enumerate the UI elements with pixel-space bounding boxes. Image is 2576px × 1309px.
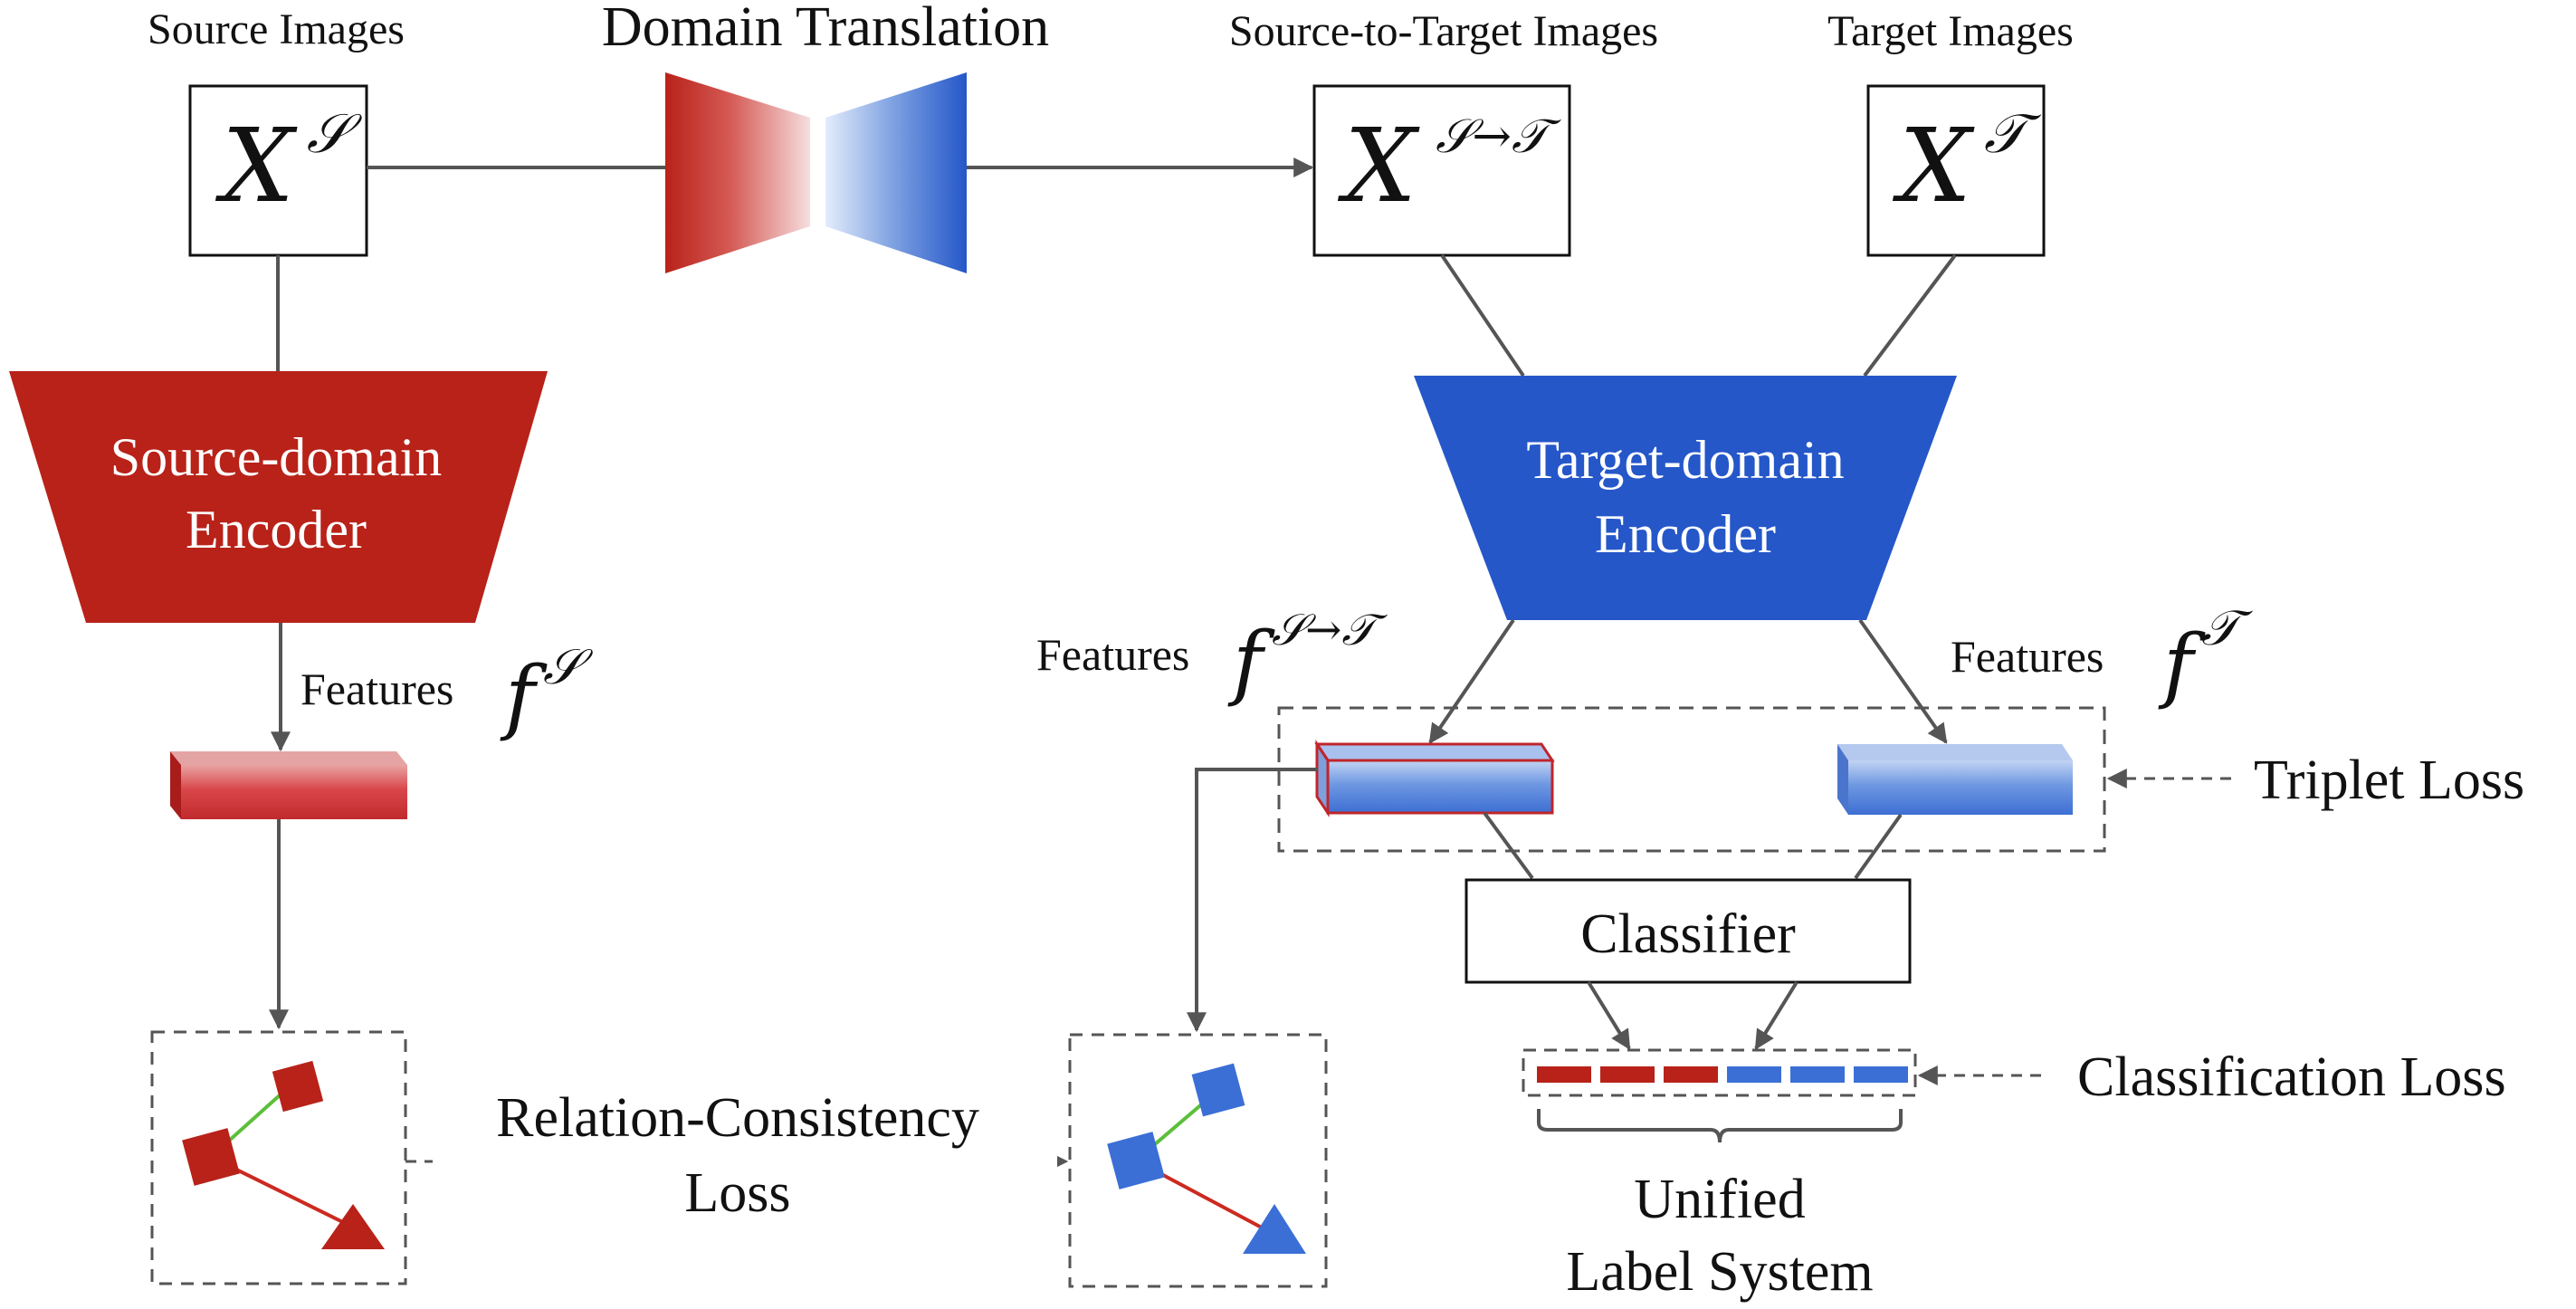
target-encoder: Target-domain Encoder — [1414, 376, 1957, 620]
target-encoder-line1: Target-domain — [1526, 430, 1844, 490]
unified-line1: Unified — [1634, 1169, 1805, 1230]
features-source-label: Features — [301, 664, 453, 714]
s2t-to-target-encoder-line — [1440, 253, 1525, 377]
source-node-a — [272, 1060, 324, 1113]
source-images-label: Source Images — [148, 5, 405, 53]
label-cell-4 — [1727, 1066, 1781, 1083]
source-node-c — [321, 1204, 385, 1249]
f-s2t-sup: 𝒮→𝒯 — [1272, 605, 1388, 655]
f-s2t-base: f — [1227, 615, 1275, 710]
translator-decoder-shape — [825, 72, 967, 273]
target-encoder-line2: Encoder — [1595, 504, 1776, 564]
x-s2t-base: X — [1337, 108, 1420, 225]
s2t-feature-to-classifier-line — [1483, 811, 1534, 880]
f-s-sup: 𝒮 — [543, 638, 594, 695]
f-t-sup: 𝒯 — [2201, 599, 2253, 656]
s2t-images-label: Source-to-Target Images — [1229, 7, 1658, 55]
source-encoder: Source-domain Encoder — [9, 371, 548, 623]
classifier-box: Classifier — [1465, 878, 1912, 984]
unified-bracket — [1537, 1109, 1903, 1143]
domain-translation-label: Domain Translation — [602, 0, 1049, 58]
target-images-box: X 𝒯 — [1866, 84, 2046, 257]
x-s-base: X — [215, 108, 298, 225]
features-target-label: Features — [1951, 631, 2104, 682]
label-cell-6 — [1854, 1066, 1908, 1083]
x-t-base: X — [1892, 108, 1975, 225]
s2t-images-box: X 𝒮→𝒯 — [1312, 84, 1571, 257]
s2t-feature-bar — [1314, 740, 1555, 817]
triplet-loss-label: Triplet Loss — [2254, 750, 2524, 811]
features-s2t-label: Features — [1036, 629, 1189, 680]
s2t-node-b — [1107, 1132, 1165, 1190]
f-s-base: f — [500, 649, 548, 744]
classifier-to-label-arrow-left — [1587, 980, 1631, 1050]
source-relation-graph — [150, 1030, 407, 1285]
triplet-group-box — [1277, 706, 2106, 853]
f-t-base: f — [2158, 617, 2206, 712]
classifier-to-label-arrow-right — [1754, 980, 1798, 1050]
s2t-feature-to-graph-arrow — [1187, 768, 1317, 1033]
source-encoder-line2: Encoder — [186, 500, 367, 559]
target-encoder-to-t-feature-arrow — [1858, 618, 1948, 744]
unified-label-vector — [1522, 1048, 1917, 1097]
x-s2t-sup: 𝒮→𝒯 — [1436, 110, 1561, 164]
target-images-label: Target Images — [1827, 7, 2074, 55]
xt-to-target-encoder-line — [1863, 253, 1957, 377]
s2t-node-c — [1243, 1204, 1306, 1254]
s2t-node-a — [1191, 1063, 1245, 1117]
label-cell-2 — [1600, 1066, 1655, 1083]
source-images-box: X 𝒮 — [188, 84, 368, 257]
unified-line2: Label System — [1566, 1241, 1873, 1303]
label-cell-5 — [1790, 1066, 1845, 1083]
translator-encoder-shape — [665, 72, 810, 273]
source-encoder-line1: Source-domain — [110, 427, 443, 487]
target-encoder-to-s2t-feature-arrow — [1428, 618, 1515, 744]
classifier-label: Classifier — [1580, 903, 1796, 965]
label-cell-3 — [1664, 1066, 1718, 1083]
s2t-relation-graph — [1068, 1033, 1328, 1288]
target-feature-bar — [1837, 744, 2073, 815]
relation-loss-line2: Loss — [684, 1162, 790, 1224]
t-feature-to-classifier-line — [1854, 813, 1903, 880]
relation-loss-line1: Relation-Consistency — [496, 1087, 979, 1149]
source-feature-bar — [170, 751, 407, 819]
label-cell-1 — [1537, 1066, 1591, 1083]
classification-loss-label: Classification Loss — [2077, 1046, 2506, 1108]
source-node-b — [182, 1128, 240, 1186]
